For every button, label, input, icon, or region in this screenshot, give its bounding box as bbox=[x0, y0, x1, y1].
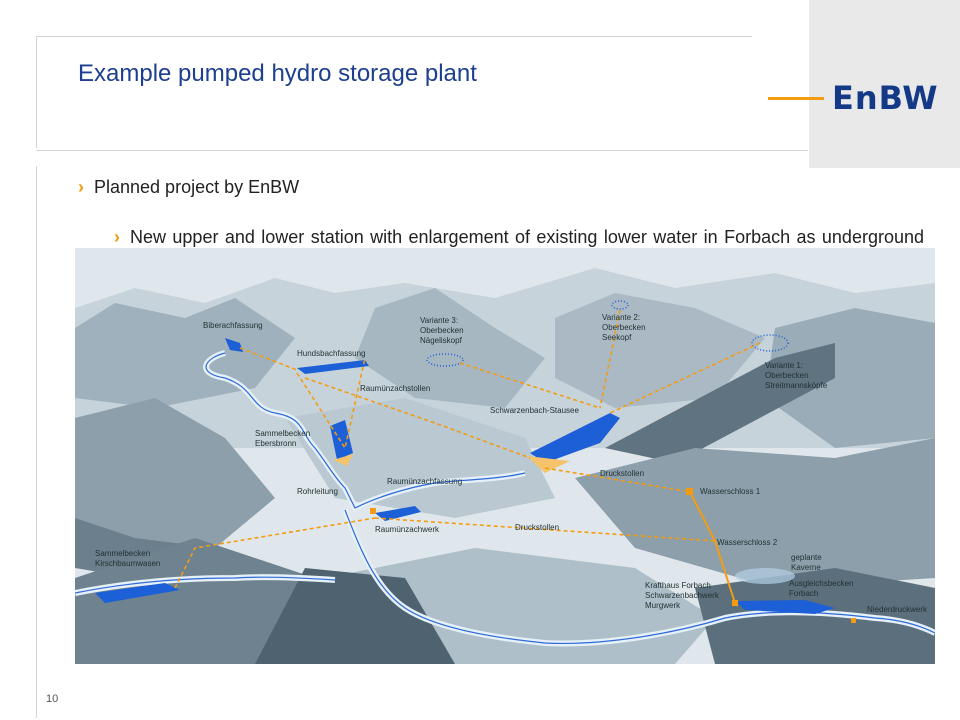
dam-schwarzenbach bbox=[527, 456, 570, 473]
bullet-text: Planned project by EnBW bbox=[94, 177, 300, 197]
tunnel-druckstollen2 bbox=[374, 517, 716, 542]
mountain-back-left bbox=[75, 298, 295, 408]
krafthaus-marker bbox=[732, 600, 738, 606]
label-variante2-b: Oberbecken bbox=[602, 323, 646, 332]
reservoir-raumuenzach bbox=[375, 506, 421, 521]
reservoir-ebersbronn bbox=[330, 420, 353, 460]
label-ausgleichsbecken-b: Forbach bbox=[789, 589, 818, 598]
hill-front-dark bbox=[255, 568, 455, 664]
river-outline bbox=[75, 352, 935, 645]
frame-mid-line bbox=[36, 150, 808, 151]
label-raumuenzachfassung: Raumünzachfassung bbox=[387, 477, 462, 486]
label-sammelbecken-ebersbronn-b: Ebersbronn bbox=[255, 439, 296, 448]
variante1-basin bbox=[751, 334, 789, 352]
label-variante2-a: Variante 2: bbox=[602, 313, 640, 322]
label-wasserschloss-2: Wasserschloss 2 bbox=[717, 538, 778, 547]
mountain-back-center bbox=[355, 288, 545, 408]
hydro-map-illustration: Biberachfassung Hundsbachfassung Variant… bbox=[75, 248, 935, 664]
label-variante2-c: Seekopf bbox=[602, 333, 632, 342]
frame-top-line bbox=[36, 36, 752, 37]
label-druckstollen-1: Druckstollen bbox=[600, 469, 644, 478]
reservoir-hundsbach bbox=[297, 360, 369, 374]
hill-front-right bbox=[695, 568, 935, 664]
tunnel-raumuenzachstollen bbox=[296, 357, 366, 451]
frame-left-line-top bbox=[36, 36, 37, 148]
label-sammelbecken-kirschbaum-b: Kirschbaumwasen bbox=[95, 559, 160, 568]
label-schwarzenbach: Schwarzenbach-Stausee bbox=[490, 406, 579, 415]
label-variante1-a: Variante 1: bbox=[765, 361, 803, 370]
slide-title: Example pumped hydro storage plant bbox=[78, 60, 477, 87]
hill-mid-left bbox=[75, 398, 275, 548]
label-sammelbecken-ebersbronn-a: Sammelbecken bbox=[255, 429, 310, 438]
bullet-marker: › bbox=[114, 227, 120, 247]
label-kaverne-b: Kaverne bbox=[791, 563, 821, 572]
mountain-back-right bbox=[555, 293, 765, 408]
bullet-marker: › bbox=[78, 177, 84, 197]
logo-line bbox=[768, 97, 824, 100]
niederdruckwerk-marker bbox=[851, 618, 856, 623]
frame-left-line-bottom bbox=[36, 166, 37, 718]
page-number: 10 bbox=[46, 693, 59, 705]
label-niederdruckwerk: Niederdruckwerk bbox=[867, 605, 928, 614]
bullet-level-1: › Planned project by EnBW bbox=[78, 177, 299, 198]
reservoir-schwarzenbach bbox=[530, 413, 620, 463]
tunnel-kirschbaum bbox=[174, 517, 376, 589]
reservoir-kirschbaum bbox=[95, 583, 180, 603]
label-raumuenzachwerk: Raumünzachwerk bbox=[375, 525, 440, 534]
label-rohrleitung: Rohrleitung bbox=[297, 487, 338, 496]
label-sammelbecken-kirschbaum-a: Sammelbecken bbox=[95, 549, 150, 558]
label-wasserschloss-1: Wasserschloss 1 bbox=[700, 487, 761, 496]
hill-mid-right bbox=[575, 438, 935, 588]
kaverne-basin bbox=[735, 568, 795, 584]
label-druckstollen-2: Druckstollen bbox=[515, 523, 559, 532]
ridge-dark-right bbox=[605, 343, 835, 463]
penstock bbox=[689, 491, 736, 604]
tunnel-variante3 bbox=[459, 362, 601, 409]
label-krafthaus-a: Krafthaus Forbach bbox=[645, 581, 711, 590]
tunnel-variante2 bbox=[599, 309, 621, 409]
label-variante1-b: Oberbecken bbox=[765, 371, 809, 380]
dam-ebersbronn bbox=[333, 454, 353, 466]
label-ausgleichsbecken-a: Ausgleichsbecken bbox=[789, 579, 853, 588]
label-variante1-c: Streitmannsköpfe bbox=[765, 381, 828, 390]
label-variante3-c: Nägeliskopf bbox=[420, 336, 463, 345]
label-krafthaus-b: Schwarzenbachwerk bbox=[645, 591, 720, 600]
tunnel-biberach bbox=[239, 347, 298, 371]
label-kaverne-a: geplante bbox=[791, 553, 822, 562]
enbw-logo: EnBW bbox=[832, 79, 939, 117]
variante2-basin bbox=[611, 300, 629, 310]
rohrleitung-marker bbox=[370, 508, 376, 514]
label-krafthaus-c: Murgwerk bbox=[645, 601, 681, 610]
reservoir-biberach bbox=[225, 338, 243, 352]
wasserschloss1-marker bbox=[686, 488, 693, 495]
label-hundsbachfassung: Hundsbachfassung bbox=[297, 349, 366, 358]
label-variante3-a: Variante 3: bbox=[420, 316, 458, 325]
reservoir-ausgleich bbox=[735, 600, 835, 614]
mountain-right-peak bbox=[765, 308, 935, 448]
logo-panel bbox=[809, 0, 960, 168]
variante3-basin bbox=[426, 353, 464, 367]
tunnel-main bbox=[304, 377, 531, 459]
label-variante3-b: Oberbecken bbox=[420, 326, 464, 335]
label-raumuenzachstollen: Raumünzachstollen bbox=[360, 384, 430, 393]
hill-mid-center bbox=[285, 398, 555, 518]
tunnel-druckstollen1 bbox=[544, 467, 686, 492]
label-biberachfassung: Biberachfassung bbox=[203, 321, 263, 330]
